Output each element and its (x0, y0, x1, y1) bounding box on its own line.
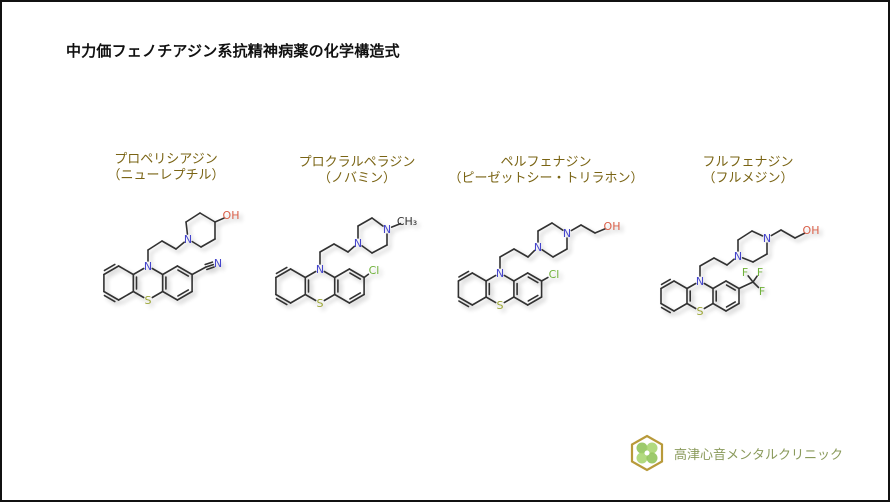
atom-label-n: N (316, 263, 324, 276)
drug-name: プロクラルペラジン (298, 155, 416, 170)
atom-label-n: N (734, 250, 742, 263)
drug-brand: （ノバミン） (317, 171, 396, 186)
atom-label-s: S (697, 305, 704, 318)
drug-label-propericiazine: プロペリシアジン （ニューレプチル） (107, 152, 224, 184)
molecule-prochlorperazine: N S Cl N N CH₃ (275, 215, 417, 310)
atom-label-f: F (759, 285, 765, 298)
drug-label-perphenazine: ペルフェナジン （ピーゼットシー・トリラホン） (448, 155, 643, 187)
molecule-propericiazine: N S N N OH (103, 209, 240, 307)
page-title: 中力価フェノチアジン系抗精神病薬の化学構造式 (66, 42, 400, 60)
atom-label-o: OH (803, 224, 820, 237)
drug-name: フルフェナジン (702, 155, 794, 170)
atom-label-f: F (742, 266, 748, 279)
atom-label-s: S (497, 299, 504, 312)
drug-name: ペルフェナジン (500, 155, 592, 170)
clinic-name: 高津心音メンタルクリニック (674, 447, 844, 463)
drug-brand: （ニューレプチル） (107, 168, 225, 183)
drug-brand: （フルメジン） (702, 171, 794, 186)
atom-label-c: CH₃ (397, 215, 417, 228)
atom-label-f: F (757, 266, 763, 279)
atom-label-n: N (496, 267, 504, 280)
drug-brand: （ピーゼットシー・トリラホン） (448, 171, 644, 186)
hexagon-clover-logo-icon (630, 434, 664, 472)
atom-label-n: N (383, 223, 391, 236)
atom-label-n: N (534, 241, 542, 254)
atom-label-n: N (354, 237, 362, 250)
molecule-perphenazine: N S Cl N N OH (457, 220, 621, 312)
drug-label-fluphenazine: フルフェナジン （フルメジン） (702, 155, 793, 187)
atom-label-cl: Cl (369, 264, 380, 277)
atom-label-o: OH (223, 209, 240, 222)
atom-label-s: S (145, 294, 152, 307)
clinic-branding: 高津心音メンタルクリニック (628, 434, 843, 472)
drug-label-prochlorperazine: プロクラルペラジン （ノバミン） (299, 155, 416, 187)
atom-label-cl: Cl (549, 268, 560, 281)
atom-label-n: N (214, 257, 222, 270)
atom-label-n: N (563, 227, 571, 240)
atom-label-n: N (763, 232, 771, 245)
drug-name: プロペリシアジン (114, 152, 218, 167)
atom-label-n: N (184, 233, 192, 246)
atom-label-n: N (696, 275, 704, 288)
atom-label-n: N (144, 260, 152, 273)
atom-label-o: OH (604, 220, 621, 233)
atom-label-s: S (317, 297, 324, 310)
